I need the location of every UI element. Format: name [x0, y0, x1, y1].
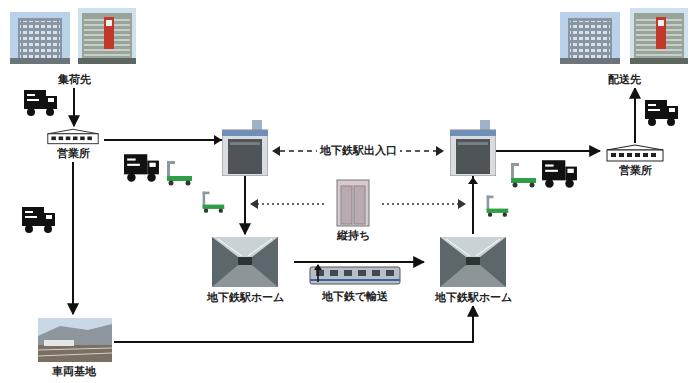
elevator-photo	[354, 186, 365, 224]
delivery-buildings	[560, 12, 620, 64]
depot-photo	[38, 318, 112, 362]
edge-label: 地下鉄で輸送	[319, 290, 391, 304]
node-label: 配送先	[606, 73, 643, 88]
elevator-photo	[341, 186, 352, 224]
subway-train	[386, 270, 394, 276]
entrance-label: 地下鉄駅出入口	[317, 144, 400, 158]
subway-platform: 地下鉄駅ホーム	[424, 234, 522, 306]
sales-office: 営業所	[42, 126, 104, 162]
cart-icon	[167, 161, 192, 186]
truck-icon	[124, 154, 159, 182]
cart-icon	[487, 196, 509, 217]
station-entrance	[222, 120, 268, 176]
subway-train	[310, 264, 400, 284]
node-label: 営業所	[617, 164, 654, 179]
vertical-transport: 縦持ち	[326, 178, 380, 244]
subway-train	[344, 270, 352, 276]
flow-arrow	[72, 162, 74, 314]
node-label: 営業所	[55, 147, 92, 162]
depot-photo	[38, 318, 112, 362]
subway-platform: 地下鉄駅ホーム	[196, 234, 294, 306]
station-entrance	[468, 177, 478, 184]
flow-arrow	[634, 88, 636, 143]
pickup-buildings	[10, 12, 70, 64]
station-entrance	[214, 135, 222, 145]
elevator-photo	[337, 180, 369, 226]
cart-icon	[203, 192, 225, 213]
station-entrance	[450, 120, 496, 176]
truck-icon	[645, 100, 678, 126]
flow-arrow	[73, 88, 75, 126]
node-label: 地下鉄駅ホーム	[205, 291, 286, 306]
entrance-link	[436, 146, 444, 156]
rail-depot: 車両基地	[34, 314, 114, 380]
depot-photo	[44, 340, 74, 346]
entrance-link	[272, 146, 280, 156]
subway-train	[314, 264, 322, 270]
subway-train	[310, 267, 400, 284]
office-icon	[607, 145, 663, 161]
pickup-buildings	[78, 8, 136, 64]
depot-photo	[38, 348, 112, 350]
office-icon	[48, 129, 98, 143]
vertical-transport-arrows	[250, 199, 466, 209]
subway-train	[330, 270, 338, 276]
platform-photo	[440, 237, 506, 287]
elevator-photo	[337, 180, 369, 226]
subway-train	[317, 268, 319, 282]
vertical-transport-arrows	[258, 203, 324, 205]
node-label: 車両基地	[50, 365, 98, 380]
node-label: 集荷先	[56, 73, 93, 88]
sales-office: 営業所	[600, 143, 670, 179]
subway-train	[372, 270, 380, 276]
flow-arrow	[294, 261, 424, 263]
platform-photo	[212, 237, 506, 287]
cart-icon	[511, 163, 536, 188]
truck-icon	[22, 90, 678, 233]
depot-photo	[38, 345, 112, 362]
depot-photo	[38, 353, 112, 356]
delivery-buildings	[560, 8, 688, 64]
pickup-site: 集荷先	[8, 6, 140, 88]
delivery-site: 配送先	[556, 6, 692, 88]
vertical-transport-arrows	[382, 203, 458, 205]
pickup-buildings	[10, 8, 136, 64]
truck-icon	[24, 90, 57, 116]
delivery-buildings	[630, 8, 688, 64]
subway-train	[358, 270, 366, 276]
truck-icon	[22, 207, 55, 233]
node-label: 地下鉄駅ホーム	[433, 291, 514, 306]
node-label: 縦持ち	[335, 229, 372, 244]
platform-photo	[212, 237, 278, 287]
vertical-transport-arrows	[458, 199, 466, 209]
truck-icon	[542, 160, 577, 188]
flow-arrow	[114, 306, 473, 342]
subway-train	[310, 279, 400, 281]
depot-photo	[38, 324, 112, 345]
station-entrance	[214, 120, 496, 184]
vertical-transport-arrows	[250, 199, 258, 209]
subway-train	[316, 270, 324, 276]
